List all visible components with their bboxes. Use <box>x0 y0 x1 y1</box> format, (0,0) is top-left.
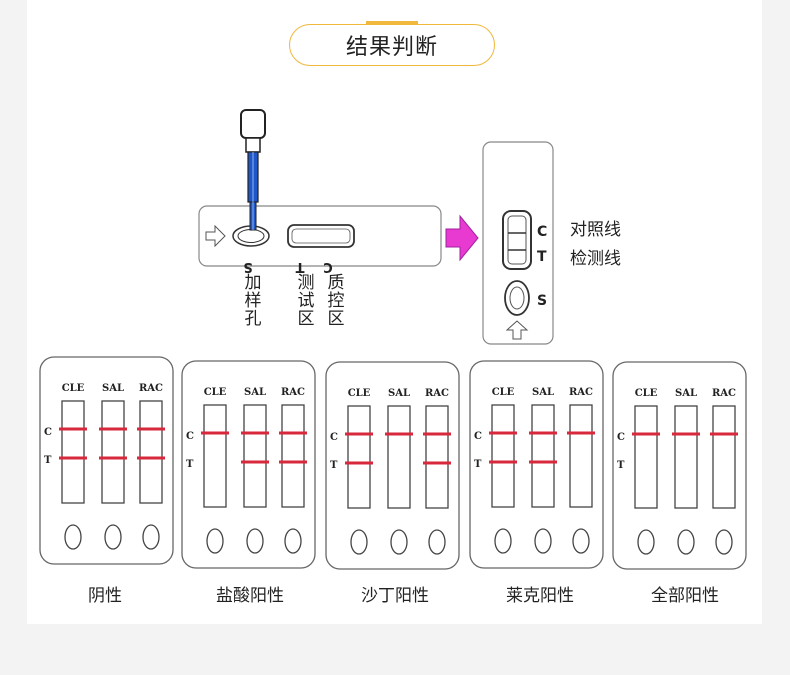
result-card: C T CLE SAL RAC <box>325 361 460 570</box>
strip-label: RAC <box>281 387 305 398</box>
test-cassette <box>198 205 442 267</box>
strip-label: SAL <box>102 383 124 394</box>
result-card: C T CLE SAL RAC <box>612 361 747 570</box>
cassette-mark-s: S <box>243 259 252 274</box>
test-strip <box>203 404 227 508</box>
sample-well-icon <box>104 524 122 550</box>
test-window <box>287 224 355 248</box>
control-line-label: 对照线 <box>570 220 621 240</box>
test-strip <box>281 404 305 508</box>
test-strip <box>101 400 125 504</box>
card-mark-t: T <box>330 460 338 471</box>
result-caption-negative: 阴性 <box>88 586 122 606</box>
page-title: 结果判断 <box>289 24 495 66</box>
result-cards: C T CLE SAL RAC C T CLE SAL RAC C T CLE SAL RAC C T CLE SA… <box>39 356 747 570</box>
test-strip <box>634 405 658 509</box>
card-mark-c: C <box>186 431 194 442</box>
strip-label: CLE <box>492 387 515 398</box>
strip-label: RAC <box>425 388 449 399</box>
test-strip <box>531 404 555 508</box>
dropper-icon <box>240 109 266 231</box>
result-caption-clenbuterol: 盐酸阳性 <box>216 586 284 606</box>
flow-arrow-icon <box>205 224 226 248</box>
strip-label: CLE <box>204 387 227 398</box>
test-strip <box>139 400 163 504</box>
strip-label: RAC <box>139 383 163 394</box>
sample-well-icon <box>246 528 264 554</box>
result-caption-salbutamol: 沙丁阳性 <box>361 586 429 606</box>
strip-label: SAL <box>244 387 266 398</box>
result-card: C T CLE SAL RAC <box>181 360 316 569</box>
sample-well-icon <box>64 524 82 550</box>
test-strip <box>61 400 85 504</box>
result-caption-all-positive: 全部阳性 <box>651 586 719 606</box>
zoom-flow-arrow-icon <box>505 320 529 340</box>
result-card: C T CLE SAL RAC <box>39 356 174 565</box>
zoom-cassette <box>482 141 554 345</box>
card-mark-c: C <box>474 431 482 442</box>
test-strip <box>387 405 411 509</box>
control-zone-label: 质控区 <box>327 273 345 329</box>
sample-well-icon <box>390 529 408 555</box>
card-mark-c: C <box>44 427 52 438</box>
card-mark-c: C <box>617 432 625 443</box>
sample-well-icon <box>350 529 368 555</box>
test-strip <box>712 405 736 509</box>
zoom-mark-t: T <box>537 249 547 265</box>
test-line-label: 检测线 <box>570 249 621 269</box>
result-caption-ractopamine: 莱克阳性 <box>506 586 574 606</box>
result-card: C T CLE SAL RAC <box>469 360 604 569</box>
card-mark-t: T <box>617 460 625 471</box>
test-strip <box>674 405 698 509</box>
zoom-mark-s: S <box>537 293 547 309</box>
sample-well-icon <box>677 529 695 555</box>
strip-label: CLE <box>62 383 85 394</box>
strip-label: CLE <box>635 388 658 399</box>
card-mark-c: C <box>330 432 338 443</box>
strip-label: SAL <box>388 388 410 399</box>
test-strip <box>569 404 593 508</box>
zoom-sample-well <box>504 280 530 316</box>
direction-arrow-icon <box>445 214 479 262</box>
strip-label: RAC <box>712 388 736 399</box>
sample-well-icon <box>206 528 224 554</box>
sample-well-icon <box>572 528 590 554</box>
test-strip <box>425 405 449 509</box>
sample-well-label: 加样孔 <box>244 273 262 329</box>
sample-well-icon <box>494 528 512 554</box>
strip-label: SAL <box>675 388 697 399</box>
card-mark-t: T <box>186 459 194 470</box>
sample-well-icon <box>534 528 552 554</box>
card-mark-t: T <box>474 459 482 470</box>
test-strip <box>491 404 515 508</box>
strip-label: CLE <box>348 388 371 399</box>
sample-well-icon <box>428 529 446 555</box>
strip-label: RAC <box>569 387 593 398</box>
sample-well-icon <box>142 524 160 550</box>
sample-well-icon <box>715 529 733 555</box>
strip-label: SAL <box>532 387 554 398</box>
zoom-result-window <box>502 210 532 270</box>
sample-well-icon <box>284 528 302 554</box>
cassette-mark-c: C <box>323 259 333 274</box>
test-zone-label: 测试区 <box>297 273 315 329</box>
test-strip <box>243 404 267 508</box>
sample-well-icon <box>637 529 655 555</box>
test-strip <box>347 405 371 509</box>
title-accent-bar <box>366 21 418 25</box>
zoom-mark-c: C <box>537 224 547 240</box>
card-mark-t: T <box>44 455 52 466</box>
cassette-mark-t: T <box>295 259 304 274</box>
